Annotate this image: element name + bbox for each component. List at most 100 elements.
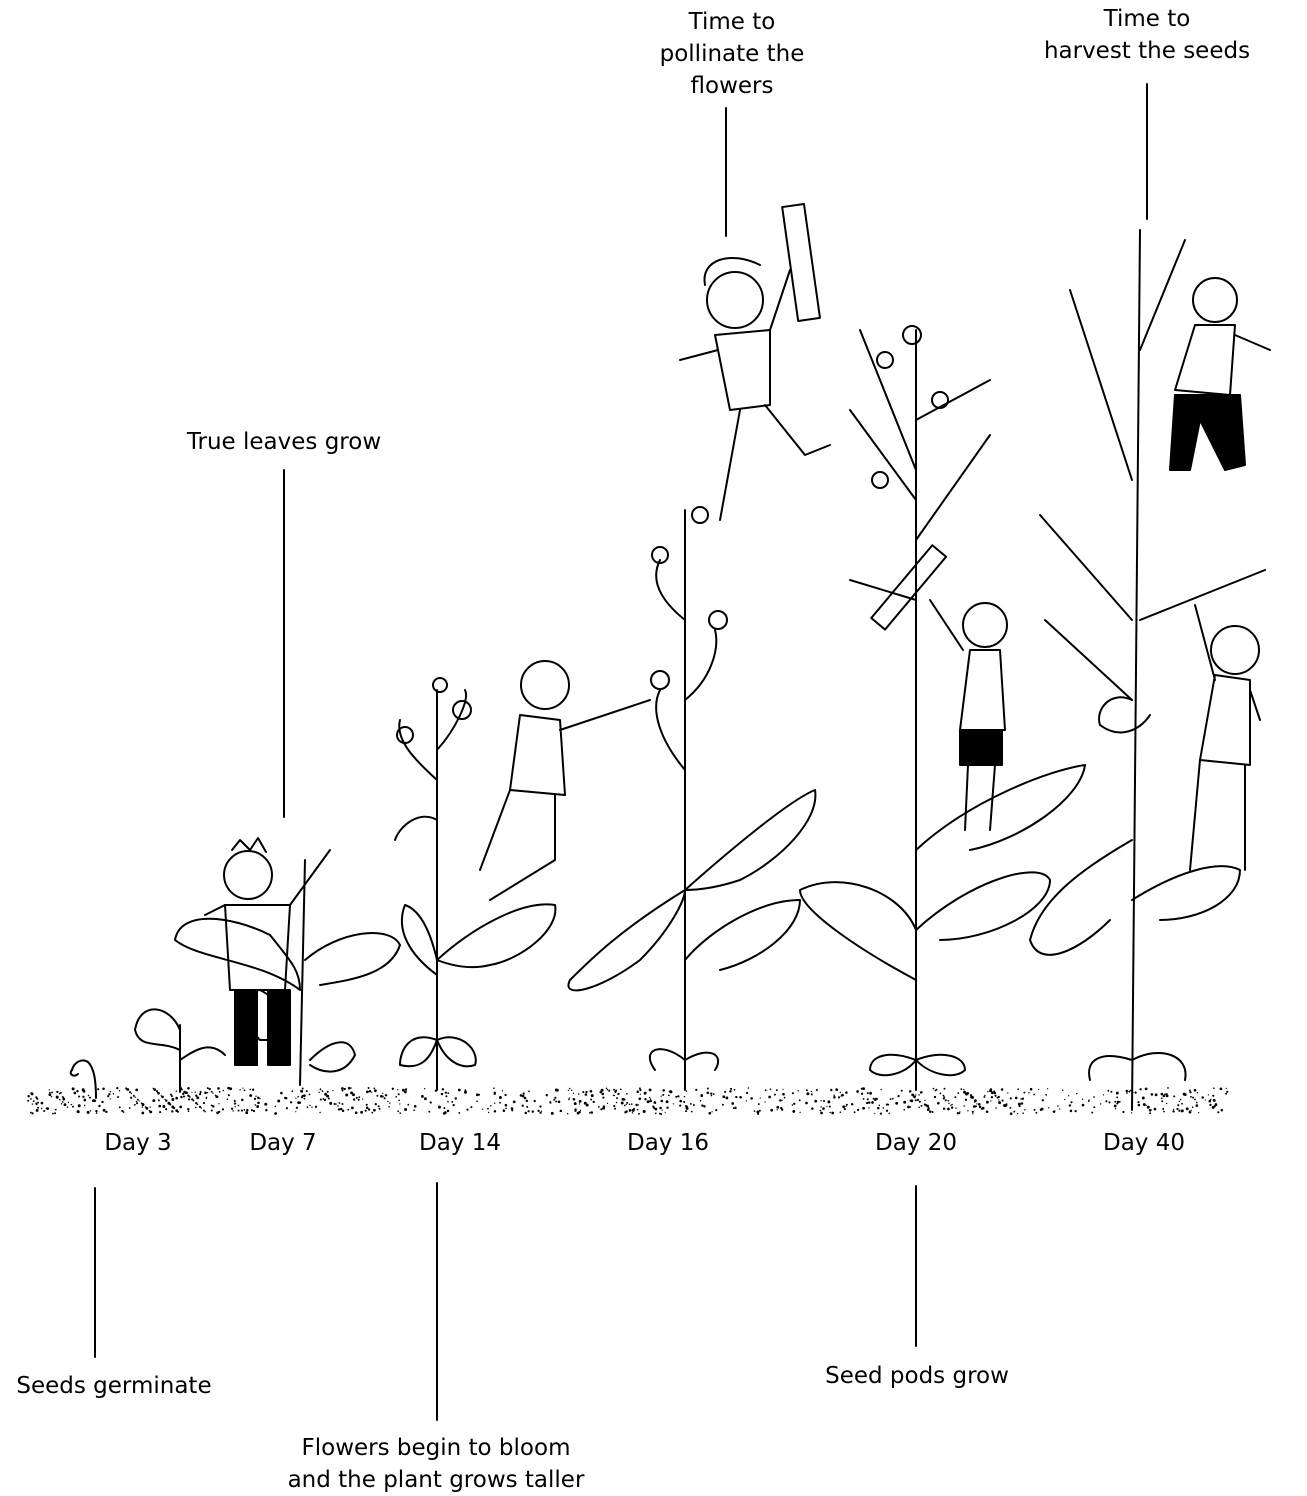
soil-speck <box>874 1113 875 1114</box>
soil-speck <box>389 1103 390 1104</box>
soil-speck <box>939 1092 941 1094</box>
soil-speck <box>1201 1096 1204 1099</box>
soil-speck <box>524 1097 527 1100</box>
soil-speck <box>375 1103 377 1105</box>
soil-speck <box>662 1094 664 1096</box>
soil-speck <box>231 1108 233 1110</box>
soil-speck <box>780 1107 782 1109</box>
soil-speck <box>223 1090 225 1092</box>
soil-speck <box>142 1106 143 1107</box>
soil-speck <box>666 1100 669 1103</box>
soil-speck <box>229 1087 232 1090</box>
caption-flowers-bloom: Flowers begin to bloom and the plant gro… <box>268 1432 604 1496</box>
soil-speck <box>257 1096 260 1099</box>
soil-speck <box>1024 1109 1025 1110</box>
caption-harvest-line-2: harvest the seeds <box>1024 35 1270 67</box>
soil-speck <box>770 1088 772 1090</box>
soil-speck <box>351 1107 354 1110</box>
soil-speck <box>967 1110 968 1111</box>
soil-speck <box>592 1101 594 1103</box>
soil-speck <box>614 1095 615 1096</box>
soil-speck <box>558 1100 561 1103</box>
soil-speck <box>1010 1112 1013 1115</box>
soil-speck <box>951 1106 953 1108</box>
soil-speck <box>397 1110 399 1112</box>
soil-speck <box>957 1092 959 1094</box>
soil-speck <box>356 1097 358 1099</box>
soil-speck <box>746 1100 747 1101</box>
soil-speck <box>950 1105 951 1106</box>
soil-speck <box>686 1090 688 1092</box>
soil-speck <box>216 1112 219 1115</box>
soil-speck <box>280 1092 283 1095</box>
soil-speck <box>1149 1109 1152 1112</box>
soil-speck <box>234 1106 235 1107</box>
soil-speck <box>366 1091 369 1094</box>
soil-speck <box>880 1113 882 1115</box>
soil-speck <box>513 1101 516 1104</box>
soil-speck <box>382 1095 384 1097</box>
soil-speck <box>368 1087 370 1089</box>
soil-speck <box>615 1089 617 1091</box>
soil-speck <box>430 1101 432 1103</box>
soil-speck <box>1138 1104 1141 1107</box>
soil-speck <box>1017 1113 1018 1114</box>
soil-speck <box>116 1087 118 1089</box>
day-40-label: Day 40 <box>1084 1128 1204 1158</box>
soil-speck <box>913 1095 916 1098</box>
soil-speck <box>217 1087 220 1090</box>
soil-speck <box>1122 1111 1124 1113</box>
soil-speck <box>730 1088 732 1090</box>
soil-speck <box>119 1090 121 1092</box>
soil-speck <box>820 1106 821 1107</box>
soil-speck <box>932 1111 934 1113</box>
soil-speck <box>525 1112 527 1114</box>
soil-speck <box>998 1099 999 1100</box>
soil-speck <box>398 1093 400 1095</box>
soil-speck <box>724 1091 726 1093</box>
soil-speck <box>290 1101 292 1103</box>
soil-speck <box>73 1092 76 1095</box>
soil-speck <box>652 1106 654 1108</box>
soil-speck <box>83 1090 86 1093</box>
soil-speck <box>56 1096 59 1099</box>
soil-speck <box>892 1098 894 1100</box>
soil-speck <box>532 1110 534 1112</box>
soil-speck <box>1134 1091 1136 1093</box>
soil-speck <box>823 1100 825 1102</box>
soil-speck <box>1100 1103 1101 1104</box>
soil-speck <box>470 1106 472 1108</box>
soil-speck <box>238 1105 240 1107</box>
soil-speck <box>404 1091 407 1094</box>
soil-speck <box>984 1095 985 1096</box>
soil-speck <box>797 1090 798 1091</box>
soil-speck <box>991 1091 994 1094</box>
soil-speck <box>149 1111 152 1114</box>
soil-speck <box>255 1096 256 1097</box>
soil-speck <box>453 1104 455 1106</box>
soil-speck <box>921 1091 922 1092</box>
soil-speck <box>464 1091 467 1094</box>
soil-speck <box>937 1102 940 1105</box>
soil-speck <box>734 1107 736 1109</box>
soil-speck <box>754 1110 756 1112</box>
soil-speck <box>1225 1093 1227 1095</box>
soil-speck <box>660 1100 663 1103</box>
soil-speck <box>1154 1108 1157 1111</box>
soil-speck <box>921 1105 923 1107</box>
soil-speck <box>1045 1094 1047 1096</box>
soil-speck <box>662 1089 665 1092</box>
soil-speck <box>632 1109 635 1112</box>
soil-speck <box>1057 1105 1059 1107</box>
soil-speck <box>898 1096 899 1097</box>
soil-speck <box>948 1103 949 1104</box>
soil-speck <box>180 1096 182 1098</box>
soil-speck <box>955 1107 956 1108</box>
soil-speck <box>1103 1094 1104 1095</box>
soil-speck <box>257 1101 260 1104</box>
soil-speck <box>215 1095 218 1098</box>
soil-speck <box>371 1112 373 1114</box>
soil-speck <box>130 1097 132 1099</box>
